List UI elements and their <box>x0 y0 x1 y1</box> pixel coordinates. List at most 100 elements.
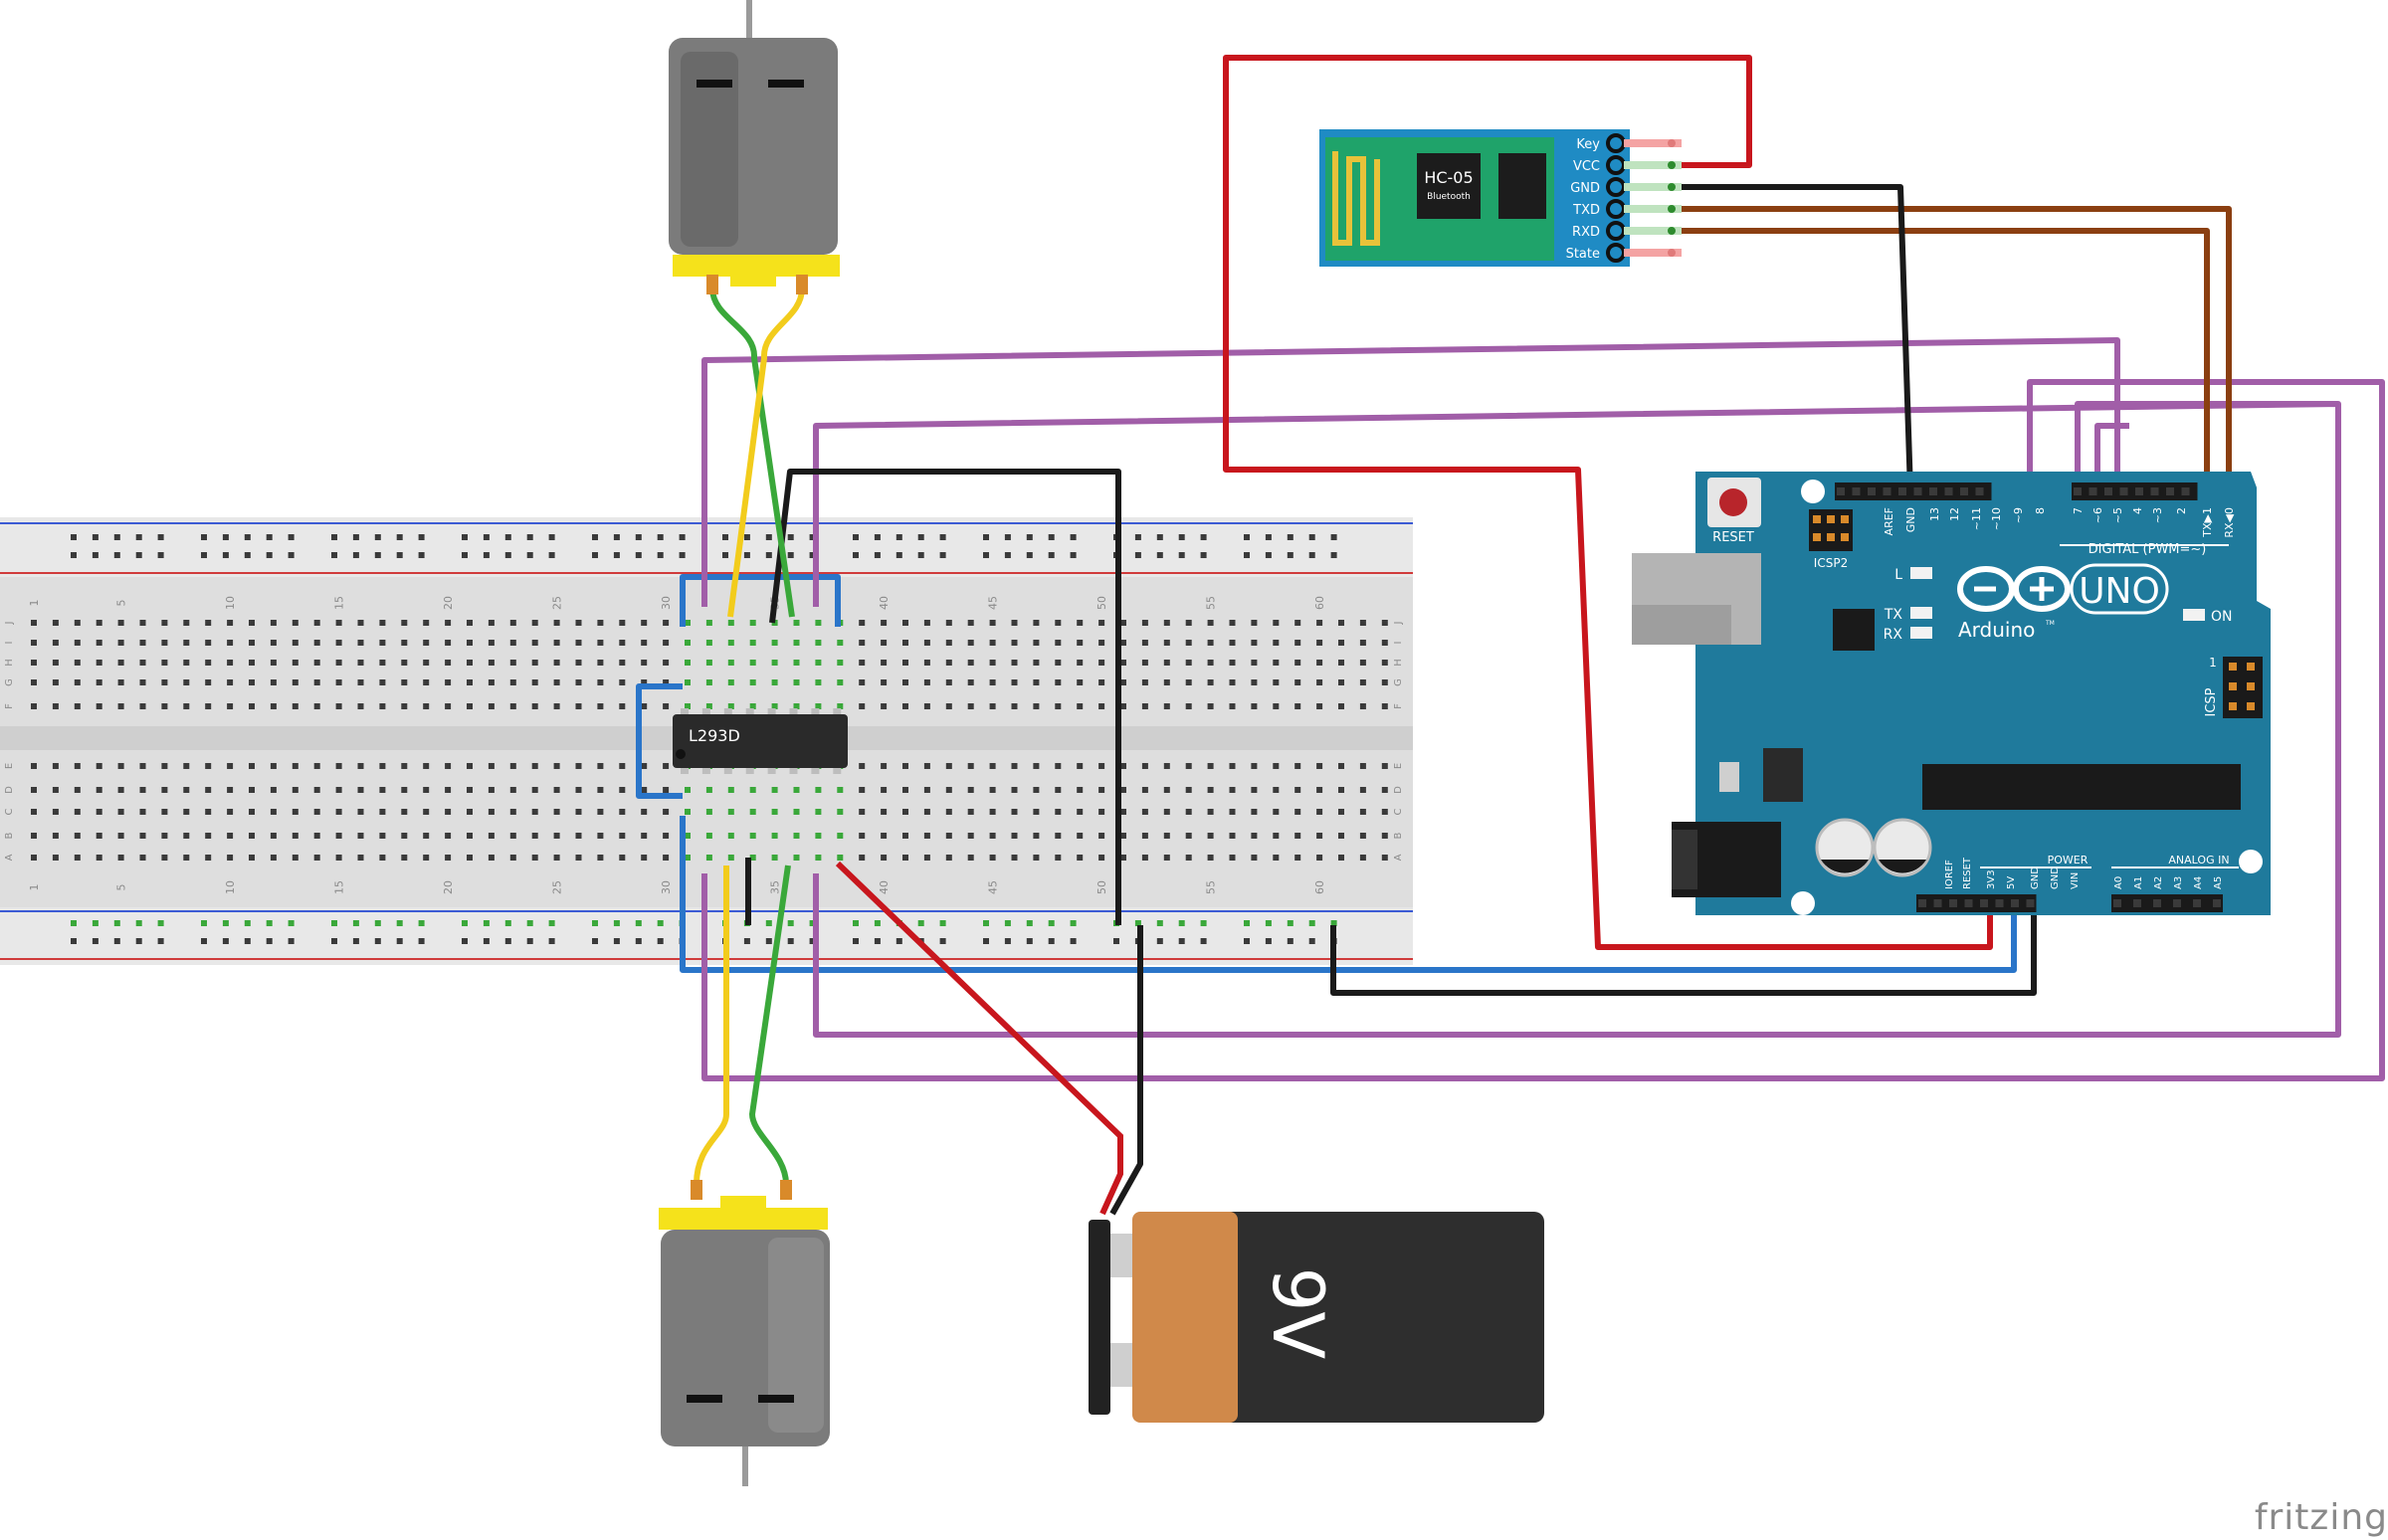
breadboard-hole <box>52 809 59 815</box>
usb-chip <box>1833 609 1875 651</box>
rail-hole <box>1070 552 1077 558</box>
breadboard-hole <box>1077 855 1084 861</box>
breadboard-hole <box>989 855 996 861</box>
breadboard-hole <box>597 855 604 861</box>
column-number: 10 <box>224 880 237 894</box>
header-pin[interactable] <box>1883 487 1891 495</box>
breadboard-hole <box>488 703 495 709</box>
led-on <box>2183 609 2205 621</box>
ic-pin <box>811 708 820 716</box>
rail-hole <box>657 920 664 926</box>
rail-hole <box>1287 938 1294 944</box>
breadboard-hole <box>96 855 102 861</box>
breadboard-hole <box>663 640 670 646</box>
header-pin[interactable] <box>1929 487 1937 495</box>
blue-wires <box>636 574 2017 973</box>
breadboard-hole <box>553 855 560 861</box>
rail-hole <box>1200 938 1207 944</box>
header-pin[interactable] <box>1995 899 2004 907</box>
header-pin[interactable] <box>1960 487 1968 495</box>
header-pin[interactable] <box>2153 899 2161 907</box>
icsp-pin1: 1 <box>2209 656 2217 670</box>
header-pin[interactable] <box>1913 487 1922 495</box>
breadboard-hole <box>117 703 124 709</box>
header-pin[interactable] <box>1852 487 1861 495</box>
breadboard-hole <box>1033 703 1040 709</box>
l293d-ic[interactable]: L293D <box>673 708 848 774</box>
breadboard-hole <box>859 620 866 626</box>
column-number: 1 <box>28 600 41 607</box>
mounting-hole <box>2239 850 2263 873</box>
red-wire-vcc <box>1223 55 1993 950</box>
column-number: 5 <box>115 600 128 607</box>
reset-button-cap[interactable] <box>1719 488 1747 516</box>
header-pin[interactable] <box>2173 899 2181 907</box>
header-pin[interactable] <box>1949 899 1957 907</box>
row-letter: D <box>4 786 15 794</box>
icsp-pin <box>2247 682 2255 690</box>
green-wire-top-motor <box>709 288 795 618</box>
header-pin[interactable] <box>2011 899 2019 907</box>
breadboard-hole <box>1381 703 1388 709</box>
header-pin[interactable] <box>2113 899 2121 907</box>
header-pin[interactable] <box>1980 899 1988 907</box>
breadboard-hole <box>815 620 822 626</box>
header-pin[interactable] <box>1918 899 1926 907</box>
breadboard-hole <box>705 703 712 709</box>
rail-hole <box>352 552 359 558</box>
header-pin[interactable] <box>2150 487 2159 495</box>
breadboard-hole <box>989 787 996 793</box>
breadboard-hole <box>771 787 778 793</box>
rail-hole <box>135 938 142 944</box>
header-pin[interactable] <box>2135 487 2143 495</box>
breadboard-hole <box>1207 809 1214 815</box>
rail-hole <box>809 552 816 558</box>
breadboard-hole <box>96 787 102 793</box>
column-number: 40 <box>878 880 891 894</box>
rail-hole <box>548 938 555 944</box>
header-pin[interactable] <box>1837 487 1845 495</box>
battery-9v[interactable]: 9V <box>1089 1212 1544 1423</box>
breadboard-hole <box>96 763 102 769</box>
row-letter: J <box>4 622 15 626</box>
breadboard-hole <box>292 787 298 793</box>
header-pin[interactable] <box>2213 899 2221 907</box>
breadboard-hole <box>74 620 81 626</box>
header-pin[interactable] <box>2133 899 2141 907</box>
dc-motor-bottom[interactable] <box>659 1180 830 1486</box>
header-pin[interactable] <box>1933 899 1942 907</box>
header-pin[interactable] <box>2193 899 2201 907</box>
header-pin[interactable] <box>1964 899 1973 907</box>
header-pin[interactable] <box>2026 899 2035 907</box>
rail-hole <box>396 920 403 926</box>
breadboard-hole <box>967 660 974 666</box>
header-pin[interactable] <box>2119 487 2128 495</box>
header-pin[interactable] <box>1975 487 1984 495</box>
header-pin[interactable] <box>2166 487 2174 495</box>
breadboard-hole <box>1316 660 1323 666</box>
yellow-wire-top-motor <box>727 288 805 618</box>
breadboard-hole <box>1185 833 1192 839</box>
breadboard-hole <box>1163 855 1170 861</box>
breadboard-hole <box>467 660 473 666</box>
breadboard-hole <box>663 787 670 793</box>
header-pin[interactable] <box>2089 487 2097 495</box>
icsp-pin <box>2229 682 2237 690</box>
breadboard-hole <box>1338 809 1344 815</box>
breadboard-hole <box>1185 787 1192 793</box>
breadboard-hole <box>1011 809 1018 815</box>
rail-hole <box>787 938 794 944</box>
header-pin[interactable] <box>1944 487 1953 495</box>
breadboard-hole <box>1381 620 1388 626</box>
header-pin[interactable] <box>2181 487 2190 495</box>
header-pin[interactable] <box>1868 487 1876 495</box>
breadboard-hole <box>117 640 124 646</box>
rail-hole <box>92 920 99 926</box>
header-pin[interactable] <box>2104 487 2112 495</box>
header-pin[interactable] <box>1898 487 1906 495</box>
header-pin[interactable] <box>2074 487 2082 495</box>
breadboard-hole <box>815 660 822 666</box>
dc-motor-top[interactable] <box>669 0 840 294</box>
